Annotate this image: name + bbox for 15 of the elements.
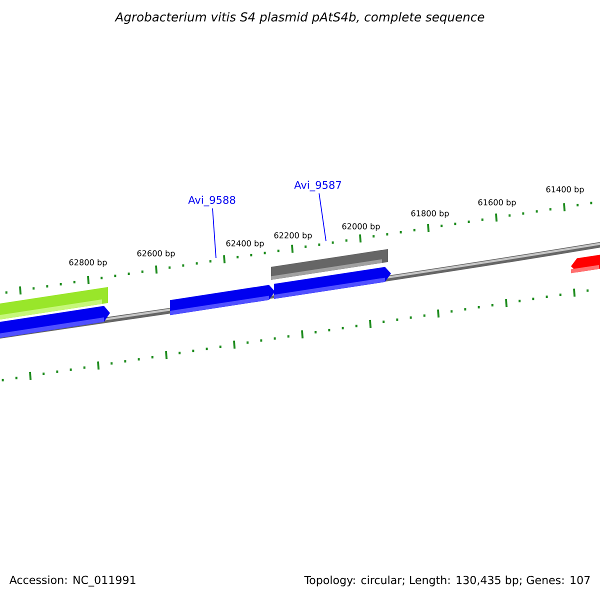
tick-label: 61600 bp xyxy=(478,199,516,207)
gene-label: Avi_9587 xyxy=(294,180,342,192)
tick-label: 61800 bp xyxy=(411,210,449,218)
leader-line xyxy=(212,208,216,258)
info-text: Topology: circular; Length: 130,435 bp; Genes: 107 xyxy=(304,576,590,586)
tick-label: 62600 bp xyxy=(137,250,175,258)
accession-text: Accession: NC_011991 xyxy=(9,576,136,587)
tick-label: 62200 bp xyxy=(274,232,312,240)
title: Agrobacterium vitis S4 plasmid pAtS4b, complete sequence xyxy=(114,12,484,24)
tick-label: 62000 bp xyxy=(342,223,380,231)
tick-label: 62800 bp xyxy=(69,259,107,267)
tick-label: 62400 bp xyxy=(226,240,264,248)
gene-label: Avi_9588 xyxy=(188,196,236,206)
leader-line xyxy=(318,192,326,242)
tick-label: 61400 bp xyxy=(546,186,584,194)
